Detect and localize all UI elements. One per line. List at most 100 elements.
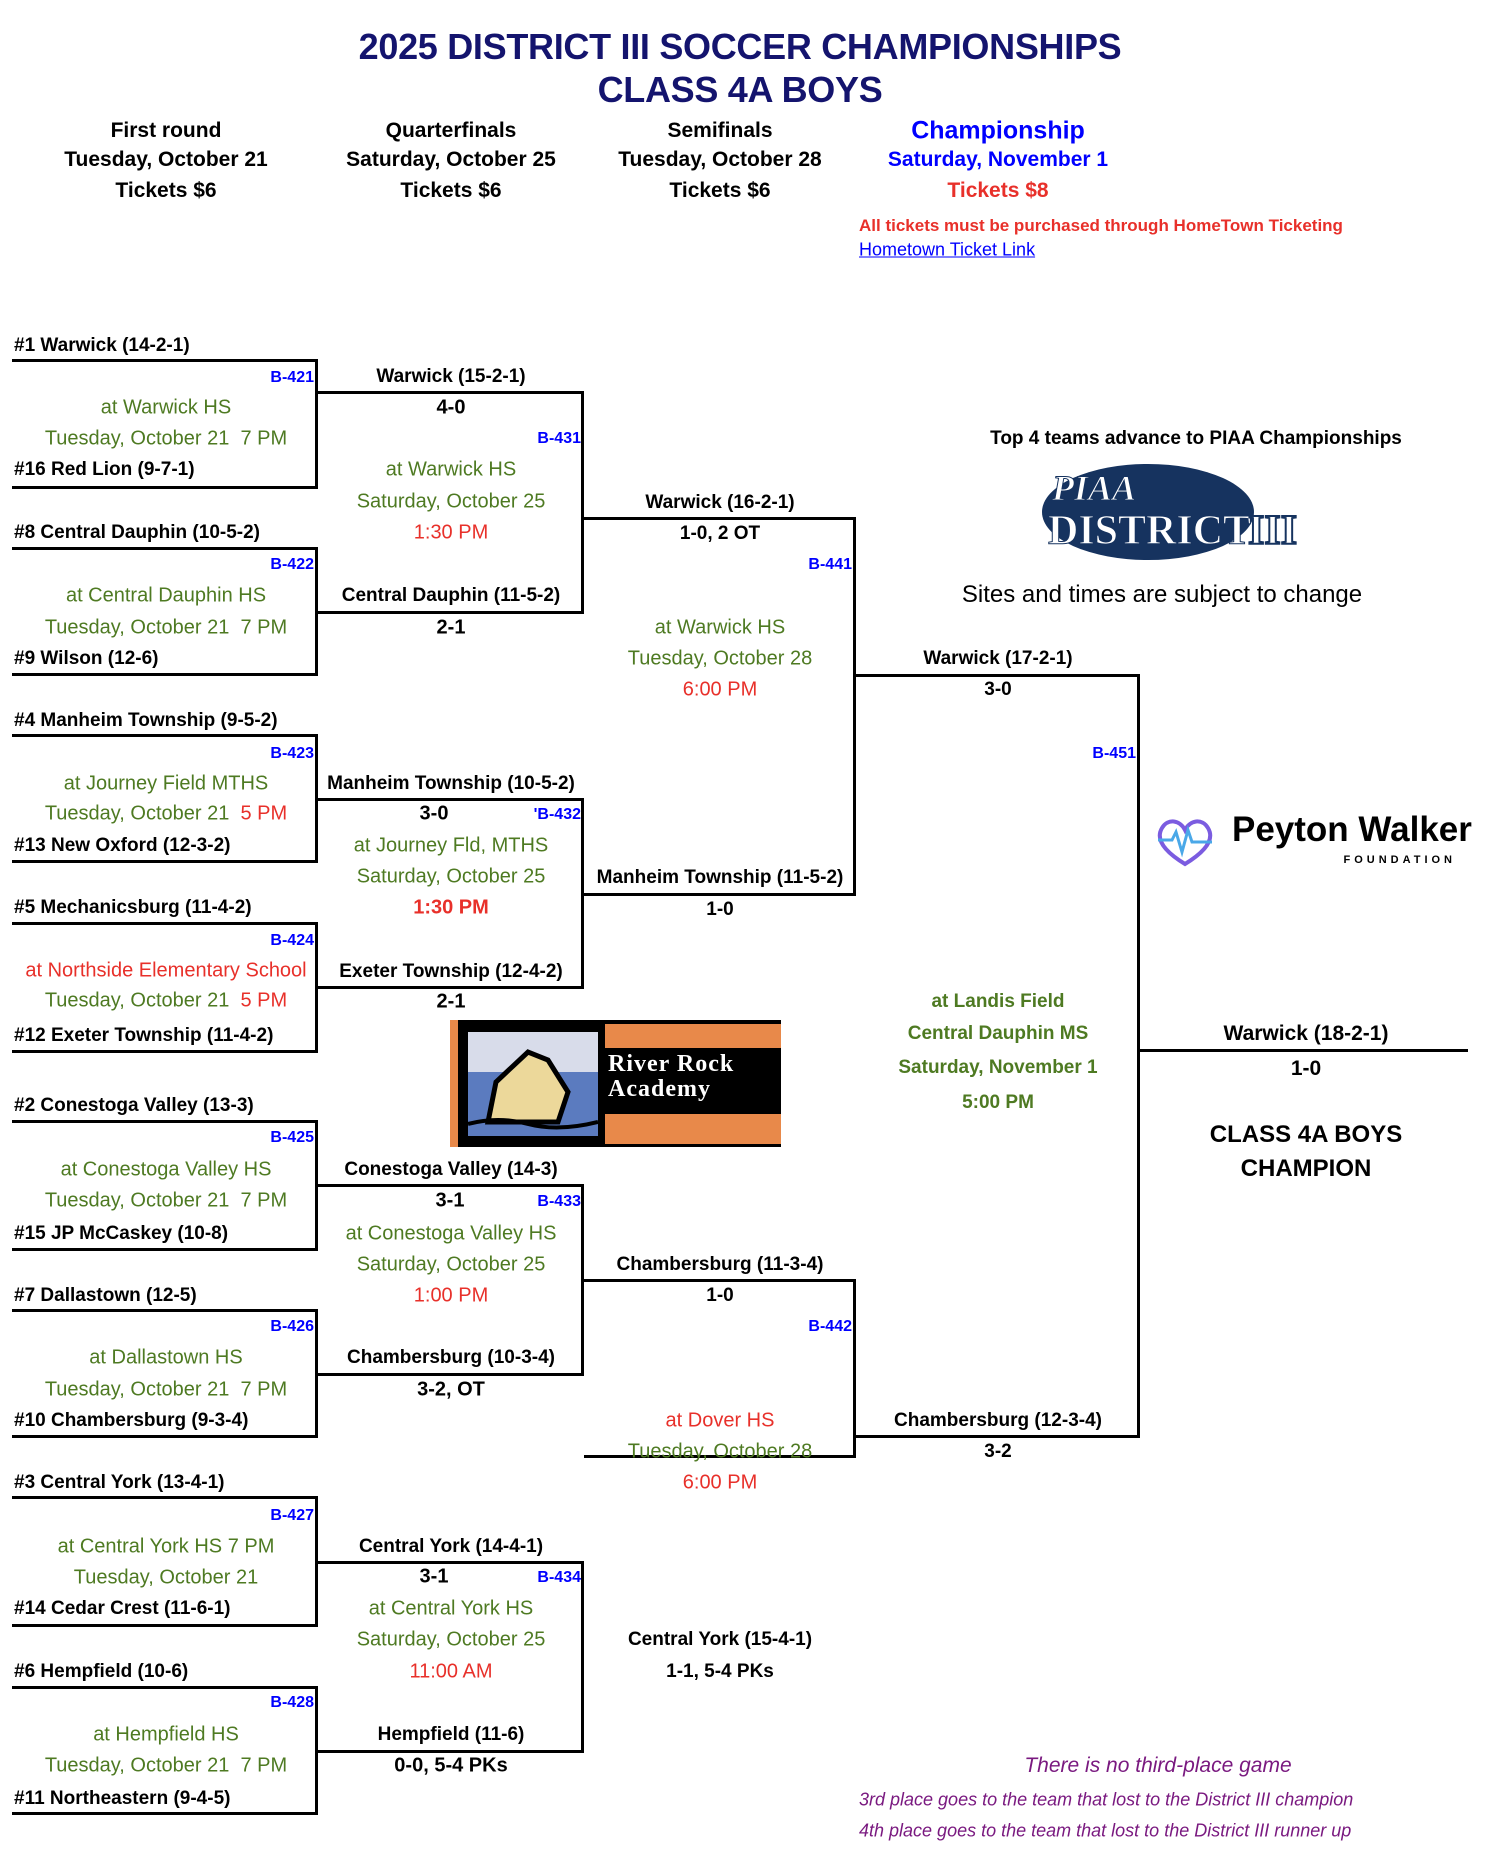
round-date: Saturday, November 1 <box>887 148 1109 171</box>
time: 7 PM <box>240 1754 288 1777</box>
game-code: B-431 <box>537 430 581 447</box>
bracket-line <box>318 1561 584 1753</box>
game-time: 5:00 PM <box>962 1092 1034 1113</box>
team-top: #3 Central York (13-4-1) <box>14 1472 225 1493</box>
bracket-line <box>12 1120 318 1251</box>
game-date: Saturday, November 1 <box>898 1057 1098 1078</box>
game-code: B-421 <box>270 369 314 386</box>
game-code: B-426 <box>270 1318 314 1335</box>
team-bottom: Central York (15-4-1) <box>627 1629 813 1650</box>
sponsor-sub: FOUNDATION <box>1343 854 1456 866</box>
game-code: B-427 <box>270 1507 314 1524</box>
team-bottom: Hempfield (11-6) <box>377 1724 525 1745</box>
venue: at Warwick HS <box>654 616 786 639</box>
team-top: #1 Warwick (14-2-1) <box>14 335 190 356</box>
team-top: Manheim Township (10-5-2) <box>327 773 575 794</box>
game-code: B-423 <box>270 745 314 762</box>
game-time: 1:30 PM <box>413 521 489 544</box>
team-bottom: Central Dauphin (11-5-2) <box>341 585 561 606</box>
game-date: Tuesday, October 21 5 PM <box>45 990 287 1013</box>
venue: at Central York HS <box>368 1597 534 1620</box>
game-time: 6:00 PM <box>682 678 758 701</box>
game-code: B-422 <box>270 556 314 573</box>
team-top: Warwick (17-2-1) <box>923 648 1073 669</box>
page-subtitle: CLASS 4A BOYS <box>597 69 883 110</box>
round-date: Tuesday, October 21 <box>64 148 268 171</box>
venue: at Conestoga Valley HS <box>60 1158 272 1181</box>
date: Tuesday, October 21 <box>44 1378 230 1401</box>
date: Tuesday, October 21 <box>44 1189 230 1212</box>
score: 2-1 <box>436 990 466 1013</box>
team-top: Central York (14-4-1) <box>358 1536 544 1557</box>
river-rock-text: River Rock Academy <box>608 1051 735 1102</box>
team-bottom: #16 Red Lion (9-7-1) <box>14 459 195 480</box>
score: 3-1 <box>435 1189 465 1212</box>
game-code: B-442 <box>808 1318 852 1335</box>
heart-icon <box>1157 819 1213 867</box>
team-top: #4 Manheim Township (9-5-2) <box>14 710 278 731</box>
bracket-line <box>318 1184 584 1376</box>
team-bottom: Chambersburg (10-3-4) <box>347 1347 555 1368</box>
bracket-line <box>12 1309 318 1438</box>
team-top: #2 Conestoga Valley (13-3) <box>14 1095 254 1116</box>
round-date: Tuesday, October 28 <box>618 148 822 171</box>
game-code: B-451 <box>1092 745 1136 762</box>
venue: at Conestoga Valley HS <box>345 1222 557 1245</box>
champion-label: CHAMPION <box>1240 1155 1372 1182</box>
venue: at Journey Field MTHS <box>63 772 269 795</box>
peyton-walker-logo: Peyton Walker FOUNDATION <box>1152 808 1472 874</box>
score: 3-2, OT <box>417 1378 485 1401</box>
team-top: #7 Dallastown (12-5) <box>14 1285 197 1306</box>
team-top: #5 Mechanicsburg (11-4-2) <box>14 897 252 918</box>
bracket-line <box>856 674 1140 1438</box>
date: Tuesday, October 21 <box>44 1754 230 1777</box>
bracket-line <box>584 1279 856 1458</box>
hometown-ticket-link[interactable]: Hometown Ticket Link <box>859 239 1036 260</box>
team-bottom: #12 Exeter Township (11-4-2) <box>14 1025 274 1046</box>
bracket-line <box>12 359 318 489</box>
game-date: Tuesday, October 21 7 PM <box>45 1755 287 1778</box>
score: 1-0 <box>706 1285 734 1306</box>
game-date: Tuesday, October 28 <box>627 647 813 670</box>
round-tickets: Tickets $6 <box>669 179 771 202</box>
team-bottom: #9 Wilson (12-6) <box>14 648 159 669</box>
bracket-line <box>12 1496 318 1627</box>
svg-text:III: III <box>1248 508 1297 554</box>
score: 3-2 <box>984 1441 1012 1462</box>
bracket-line <box>12 1686 318 1815</box>
round-name: Championship <box>911 116 1085 145</box>
time: 7 PM <box>240 1378 288 1401</box>
round-tickets: Tickets $6 <box>115 179 217 202</box>
score: 4-0 <box>436 396 466 419</box>
score: 1-1, 5-4 PKs <box>666 1661 774 1682</box>
game-code: B-441 <box>808 556 852 573</box>
advance-note: Top 4 teams advance to PIAA Championship… <box>990 428 1402 449</box>
game-date: Saturday, October 25 <box>356 865 546 888</box>
piaa-district-logo: PIAA DISTRICT III <box>1038 462 1308 562</box>
footer-note: 3rd place goes to the team that lost to … <box>859 1789 1354 1810</box>
game-code: B-425 <box>270 1129 314 1146</box>
venue: at Dover HS <box>665 1409 775 1432</box>
team-bottom: #14 Cedar Crest (11-6-1) <box>14 1598 231 1619</box>
date: Tuesday, October 21 <box>44 616 230 639</box>
team-top: Conestoga Valley (14-3) <box>344 1159 558 1180</box>
team-top: #6 Hempfield (10-6) <box>14 1661 189 1682</box>
venue: at Dallastown HS <box>89 1346 243 1369</box>
game-time: 1:30 PM <box>413 896 489 919</box>
score: 3-0 <box>419 802 449 825</box>
round-name: First round <box>110 119 222 142</box>
score: 1-0 <box>706 899 734 920</box>
game-date: Tuesday, October 21 7 PM <box>45 428 287 451</box>
champion-label: CLASS 4A BOYS <box>1209 1121 1403 1148</box>
game-date: Tuesday, October 21 <box>73 1566 259 1589</box>
bracket-line <box>584 517 856 896</box>
score: 2-1 <box>436 616 466 639</box>
svg-text:DISTRICT: DISTRICT <box>1048 508 1251 554</box>
footer-note: There is no third-place game <box>1024 1754 1292 1777</box>
round-name: Quarterfinals <box>385 119 517 142</box>
game-date: Saturday, October 25 <box>356 1628 546 1651</box>
team-bottom: #10 Chambersburg (9-3-4) <box>14 1410 249 1431</box>
venue: at Warwick HS <box>385 458 517 481</box>
team-top: Warwick (15-2-1) <box>376 366 526 387</box>
game-date: Saturday, October 25 <box>356 1253 546 1276</box>
